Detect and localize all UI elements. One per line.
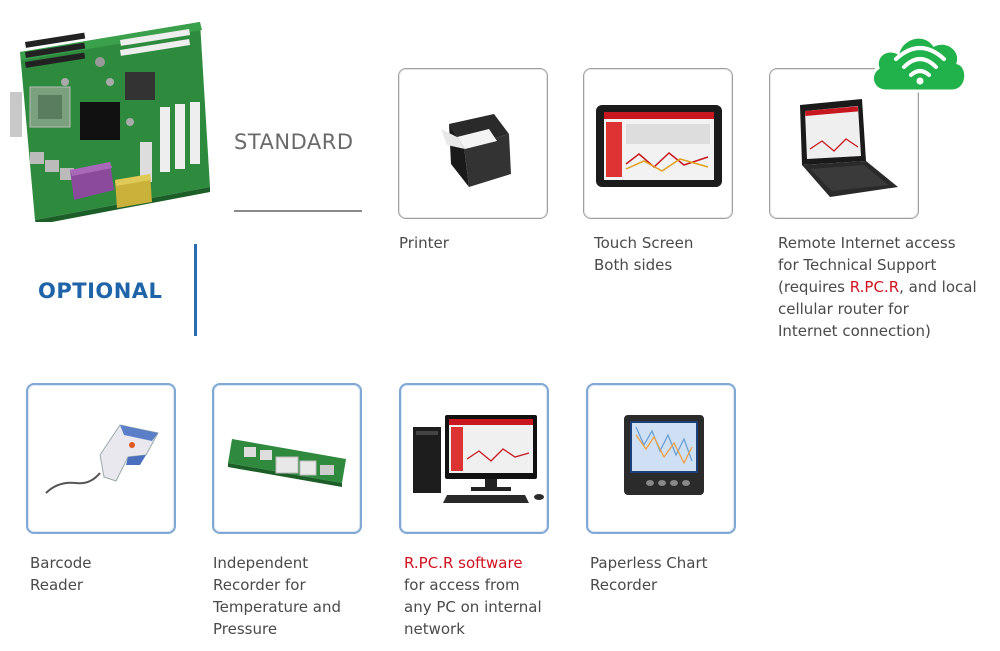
standard-divider (234, 210, 362, 212)
printer-tile (398, 68, 548, 219)
optional-divider (194, 244, 197, 336)
barcode-scanner-icon (45, 424, 159, 494)
remote-access-caption: Remote Internet access for Technical Sup… (778, 234, 977, 340)
printer-icon (441, 114, 511, 187)
laptop-icon (800, 99, 898, 197)
touch-screen-caption: Touch Screen Both sides (594, 234, 694, 274)
rpcr-software-tile (399, 383, 549, 534)
barcode-reader-caption: Barcode Reader (30, 554, 92, 594)
barcode-reader-tile (26, 383, 176, 534)
standard-heading: STANDARD (234, 130, 354, 154)
recorder-caption: Independent Recorder for Temperature and… (213, 554, 342, 638)
chart-recorder-caption: Paperless Chart Recorder (590, 554, 708, 594)
recorder-board-icon (228, 439, 346, 487)
cloud-wifi-icon (870, 35, 968, 93)
recorder-board-tile (212, 383, 362, 534)
chart-recorder-icon (624, 415, 704, 495)
motherboard-icon (10, 22, 210, 222)
tablet-icon (596, 105, 722, 187)
remote-access-tile (769, 68, 919, 219)
rpcr-software-caption: R.PC.R software for access from any PC o… (404, 554, 542, 638)
touch-screen-tile (583, 68, 733, 219)
rpcr-software-link: R.PC.R software (404, 554, 523, 572)
chart-recorder-tile (586, 383, 736, 534)
rpcr-link: R.PC.R (849, 278, 900, 296)
desktop-pc-icon (413, 415, 544, 503)
optional-heading: OPTIONAL (38, 279, 163, 303)
printer-caption: Printer (399, 234, 449, 252)
